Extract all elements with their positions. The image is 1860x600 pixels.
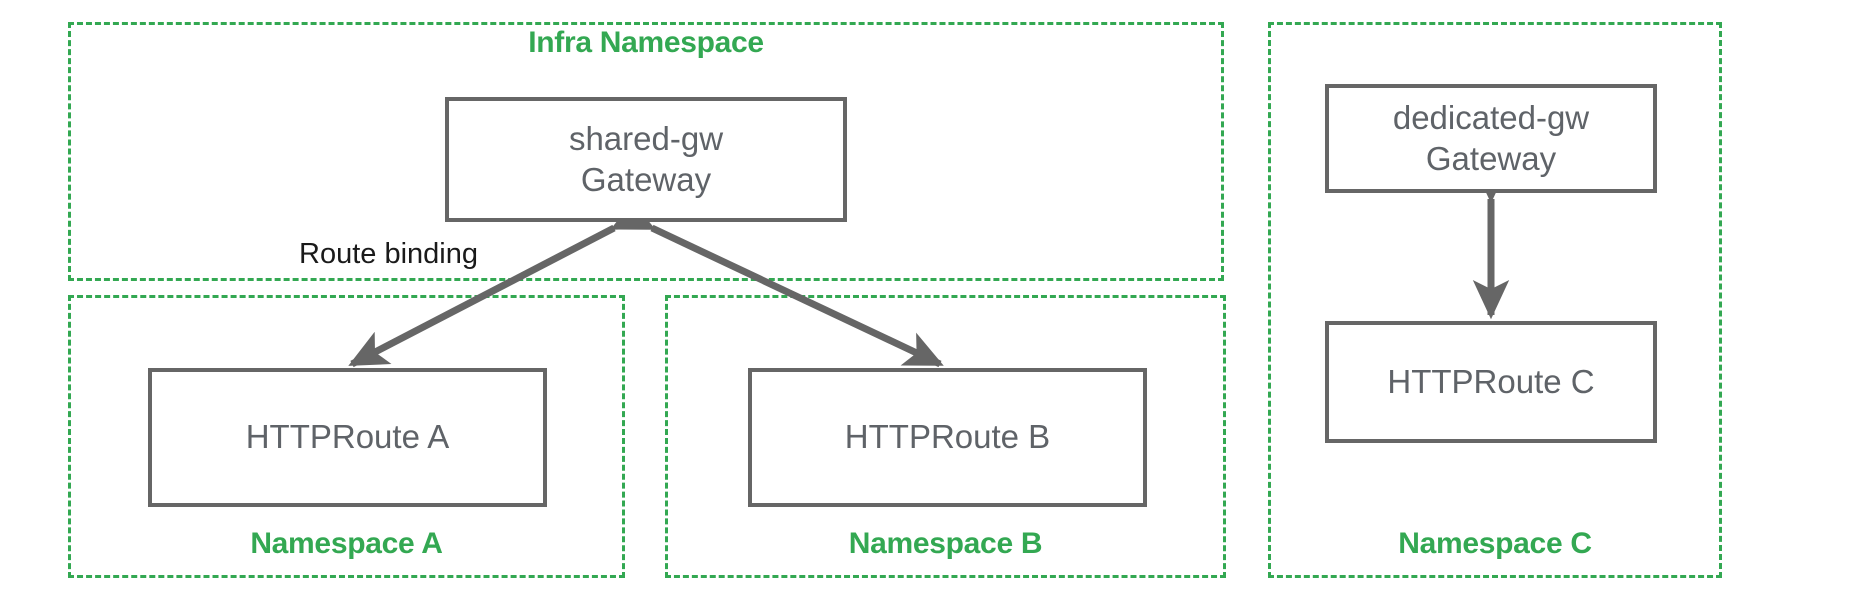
- node-shared-gw-line2: Gateway: [580, 160, 712, 198]
- node-shared-gw-line1: shared-gw: [568, 120, 724, 158]
- node-httproute-b-label: HTTPRoute B: [844, 418, 1051, 456]
- node-httproute-b[interactable]: HTTPRoute B: [748, 368, 1147, 507]
- edge-label-route-binding: Route binding: [299, 238, 478, 270]
- namespace-a-label: Namespace A: [250, 527, 443, 560]
- namespace-a: [68, 295, 625, 578]
- node-shared-gw[interactable]: shared-gw Gateway: [445, 97, 847, 222]
- namespace-infra-label: Infra Namespace: [528, 26, 764, 59]
- node-httproute-c-label: HTTPRoute C: [1387, 362, 1595, 400]
- node-httproute-c[interactable]: HTTPRoute C: [1325, 321, 1657, 443]
- node-httproute-a-label: HTTPRoute A: [245, 418, 450, 456]
- namespace-b-label: Namespace B: [848, 527, 1043, 560]
- node-dedicated-gw-line1: dedicated-gw: [1392, 99, 1590, 137]
- node-dedicated-gw-line2: Gateway: [1425, 139, 1557, 177]
- namespace-b: [665, 295, 1226, 578]
- namespace-c-label: Namespace C: [1398, 527, 1592, 560]
- node-dedicated-gw[interactable]: dedicated-gw Gateway: [1325, 84, 1657, 193]
- namespace-c: [1268, 22, 1722, 578]
- node-httproute-a[interactable]: HTTPRoute A: [148, 368, 547, 507]
